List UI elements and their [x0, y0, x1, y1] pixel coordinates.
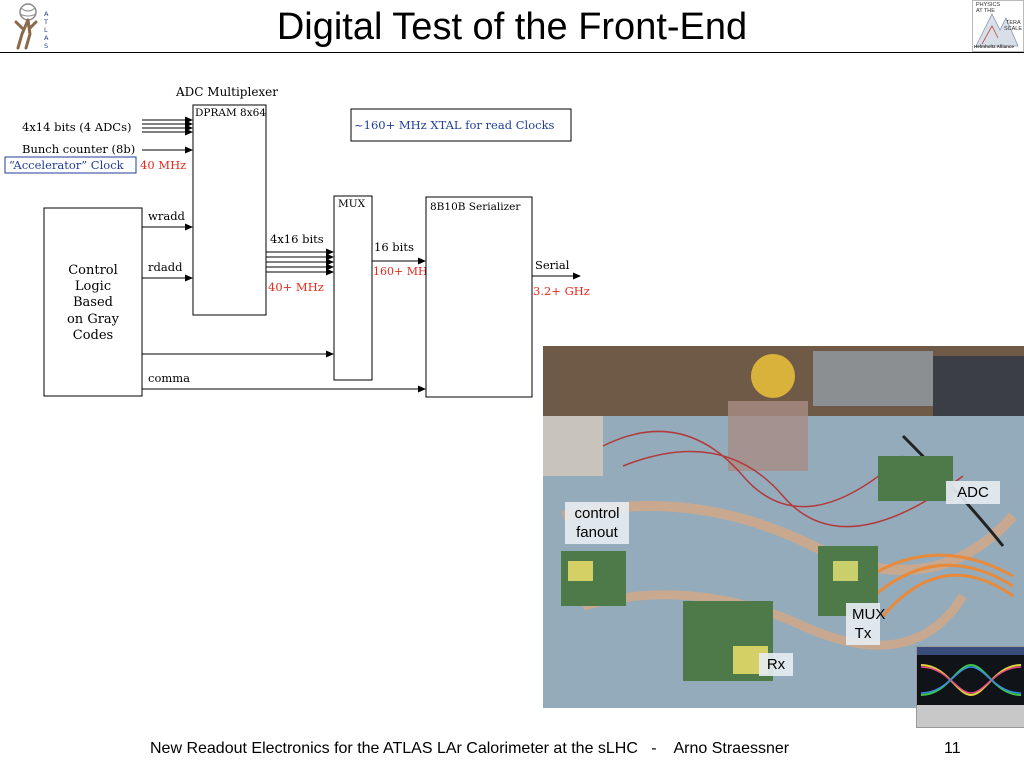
control-text: Control: [68, 263, 118, 278]
serializer-block: [425, 196, 533, 398]
input-adcs-label: 4x14 bits (4 ADCs): [22, 120, 131, 134]
mux-tx-line: MUX: [852, 606, 886, 623]
atlas-letter: A: [44, 10, 49, 18]
freq-160-label: 160+ MHz: [373, 265, 434, 278]
title-divider: [0, 52, 1024, 53]
logo-text: AT THE: [976, 8, 995, 14]
dpram-label: DPRAM 8x64: [195, 107, 266, 119]
rdadd-label: rdadd: [148, 260, 183, 274]
control-fanout-photo-label: control fanout: [565, 502, 629, 544]
input-bunch-label: Bunch counter (8b): [22, 142, 135, 156]
clock-freq-label: 40 MHz: [140, 158, 186, 172]
mux-block: [333, 195, 373, 381]
serializer-label: 8B10B Serializer: [430, 201, 521, 213]
atlas-letter: L: [44, 26, 48, 34]
eye-diagram-thumbnail: [916, 646, 1024, 728]
input-clock-label: “Accelerator” Clock: [9, 158, 125, 172]
comma-label: comma: [148, 371, 190, 385]
control-logic-block: [43, 207, 143, 397]
control-text: Based: [73, 295, 113, 310]
atlas-letter: S: [44, 42, 48, 50]
control-fanout-line: control: [574, 505, 620, 522]
control-text: Logic: [75, 279, 111, 294]
rx-photo-label: Rx: [759, 653, 793, 676]
mux-label: MUX: [338, 198, 366, 210]
adc-photo-label: ADC: [946, 481, 1000, 504]
accelerator-clock-box: [4, 156, 137, 174]
atlas-logo: A T L A S: [8, 2, 52, 50]
mux-tx-line: Tx: [854, 625, 872, 642]
atlas-letter: A: [44, 34, 49, 42]
page-number: 11: [944, 740, 961, 757]
freq-32-label: 3.2+ GHz: [533, 284, 590, 298]
terascale-logo: PHYSICS AT THE TERA SCALE Helmholtz Alli…: [972, 0, 1024, 52]
xtal-box: [350, 108, 572, 142]
freq-40-label: 40+ MHz: [268, 280, 324, 294]
physics-at-the-terascale-logo-icon: [972, 0, 1024, 52]
page-title: Digital Test of the Front-End: [276, 6, 748, 48]
atlas-logo-icon: A T L A S: [14, 3, 49, 50]
logo-text: PHYSICS: [976, 2, 1001, 8]
control-text: on Gray: [67, 312, 120, 327]
logo-text: Helmholtz Alliance: [974, 44, 1014, 49]
control-fanout-line: fanout: [576, 524, 618, 541]
serial-label: Serial: [535, 258, 570, 272]
block-diagram: ADC Multiplexer DPRAM 8x64 4x14 bits (4 …: [4, 85, 590, 398]
footer-text: New Readout Electronics for the ATLAS LA…: [150, 740, 790, 757]
adc-multiplexer-label: ADC Multiplexer: [175, 85, 278, 99]
logo-text: SCALE: [1004, 26, 1023, 32]
bus-4x16-label: 4x16 bits: [270, 232, 324, 246]
wradd-label: wradd: [148, 209, 186, 223]
xtal-label: ~160+ MHz XTAL for read Clocks: [354, 118, 555, 132]
mux-tx-photo-label: MUX Tx: [846, 603, 885, 645]
eye-diagram-illustration: [917, 647, 1024, 727]
atlas-letter: T: [43, 18, 48, 26]
dpram-block: [192, 104, 267, 316]
bits-16-label: 16 bits: [374, 240, 414, 254]
control-text: Codes: [73, 328, 113, 343]
logo-text: TERA: [1006, 20, 1021, 26]
